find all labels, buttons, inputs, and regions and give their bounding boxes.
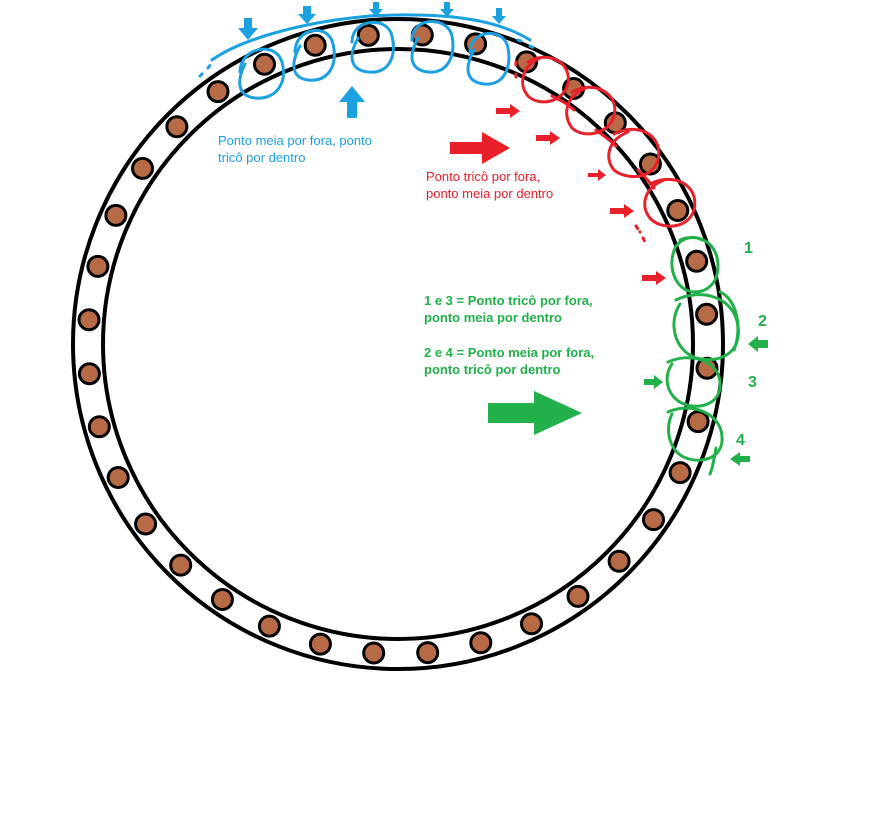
green-arrow-3 [644, 375, 663, 389]
red-arrow-2 [536, 131, 560, 145]
blue-label: Ponto meia por fora, ponto tricô por den… [218, 132, 418, 166]
red-arrow-big [450, 132, 510, 164]
blue-loop-4 [410, 20, 455, 74]
loom-peg [642, 508, 665, 532]
loom-ring [71, 17, 725, 671]
green-arrow-big [488, 391, 582, 435]
red-loop-4 [643, 177, 697, 228]
loom-peg [134, 512, 158, 536]
loom-peg [685, 249, 709, 273]
green-label: 1 e 3 = Ponto tricô por fora, ponto meia… [424, 292, 644, 378]
loom-peg [131, 156, 154, 180]
red-dash-bottom [634, 224, 648, 246]
blue-arrow-down-5 [492, 8, 506, 24]
blue-arrow-down-1 [238, 18, 258, 40]
loom-peg [308, 632, 332, 656]
red-arrow-3 [588, 169, 606, 181]
red-loop-3 [607, 127, 661, 179]
loom-peg [416, 641, 440, 665]
red-arrows [450, 104, 666, 285]
loom-peg [77, 308, 101, 332]
loom-peg [165, 115, 189, 139]
blue-loop-3 [350, 20, 395, 74]
red-yarn-2 [594, 128, 618, 148]
blue-arrow-down-4 [440, 2, 454, 17]
green-loop-3 [665, 356, 722, 408]
blue-arrow-down-3 [369, 2, 383, 17]
blue-arrows [238, 2, 506, 118]
blue-loop-2 [292, 28, 336, 82]
green-loop-1 [670, 236, 720, 294]
loom-peg [566, 584, 590, 608]
loom-peg [77, 362, 101, 386]
loom-peg [104, 203, 128, 227]
loom-peg [686, 410, 710, 434]
loom-peg [520, 612, 543, 636]
green-label-a-line-1: 1 e 3 = Ponto tricô por fora, [424, 293, 593, 308]
loom-outer-ring [71, 17, 725, 671]
loom-peg [469, 631, 493, 655]
green-number-4: 4 [736, 432, 745, 449]
loom-peg [86, 254, 110, 278]
loom-peg [206, 80, 230, 104]
loom-pegs [77, 23, 719, 665]
green-number-2: 2 [758, 313, 767, 330]
blue-loop-5 [466, 31, 511, 86]
blue-wrap-yarn [210, 13, 532, 62]
blue-stitch-loops [198, 13, 536, 100]
blue-dash-left [198, 62, 213, 78]
loom-peg [253, 52, 276, 76]
red-arrow-1 [496, 104, 520, 118]
red-label-line-2: ponto meia por dentro [426, 186, 554, 201]
loom-peg [356, 23, 380, 47]
red-arrow-5 [642, 271, 666, 285]
red-stitch-loops [514, 55, 697, 246]
loom-peg [169, 553, 193, 577]
loom-peg [362, 641, 386, 665]
green-label-a-line-2: ponto meia por dentro [424, 310, 562, 325]
blue-dash-right [516, 38, 536, 50]
loom-peg [666, 199, 690, 222]
loom-peg [303, 33, 327, 57]
loom-peg [106, 466, 130, 489]
green-number-1: 1 [744, 240, 753, 257]
loom-peg [210, 588, 234, 611]
red-loop-1 [521, 55, 570, 104]
loom-inner-ring [101, 47, 695, 641]
green-label-b-line-2: ponto tricô por dentro [424, 362, 561, 377]
green-arrows [488, 336, 768, 466]
green-loop-2 [672, 293, 740, 362]
loom-peg [257, 614, 281, 638]
loom-peg [87, 415, 111, 439]
green-arrow-2 [748, 336, 768, 352]
loom-peg [607, 549, 631, 573]
red-label-line-1: Ponto tricô por fora, [426, 169, 541, 184]
green-label-b-line-1: 2 e 4 = Ponto meia por fora, [424, 345, 595, 360]
blue-arrow-down-2 [298, 6, 316, 24]
blue-arrow-up-big [339, 86, 365, 118]
blue-label-line-2: tricô por dentro [218, 150, 306, 165]
loom-peg [695, 302, 719, 326]
red-label: Ponto tricô por fora, ponto meia por den… [426, 168, 606, 202]
red-yarn-1 [550, 94, 576, 112]
green-arrow-4 [730, 452, 750, 466]
red-yarn-3 [636, 168, 656, 190]
green-loop-2b [718, 290, 740, 352]
loom-peg [668, 461, 692, 485]
red-arrow-4 [610, 204, 634, 218]
green-number-3: 3 [748, 374, 757, 391]
loom-peg [638, 152, 662, 176]
green-yarn-tail [708, 446, 718, 476]
blue-label-line-1: Ponto meia por fora, ponto [218, 133, 372, 148]
blue-loop-1 [238, 47, 285, 100]
green-stitch-loops [665, 236, 740, 476]
